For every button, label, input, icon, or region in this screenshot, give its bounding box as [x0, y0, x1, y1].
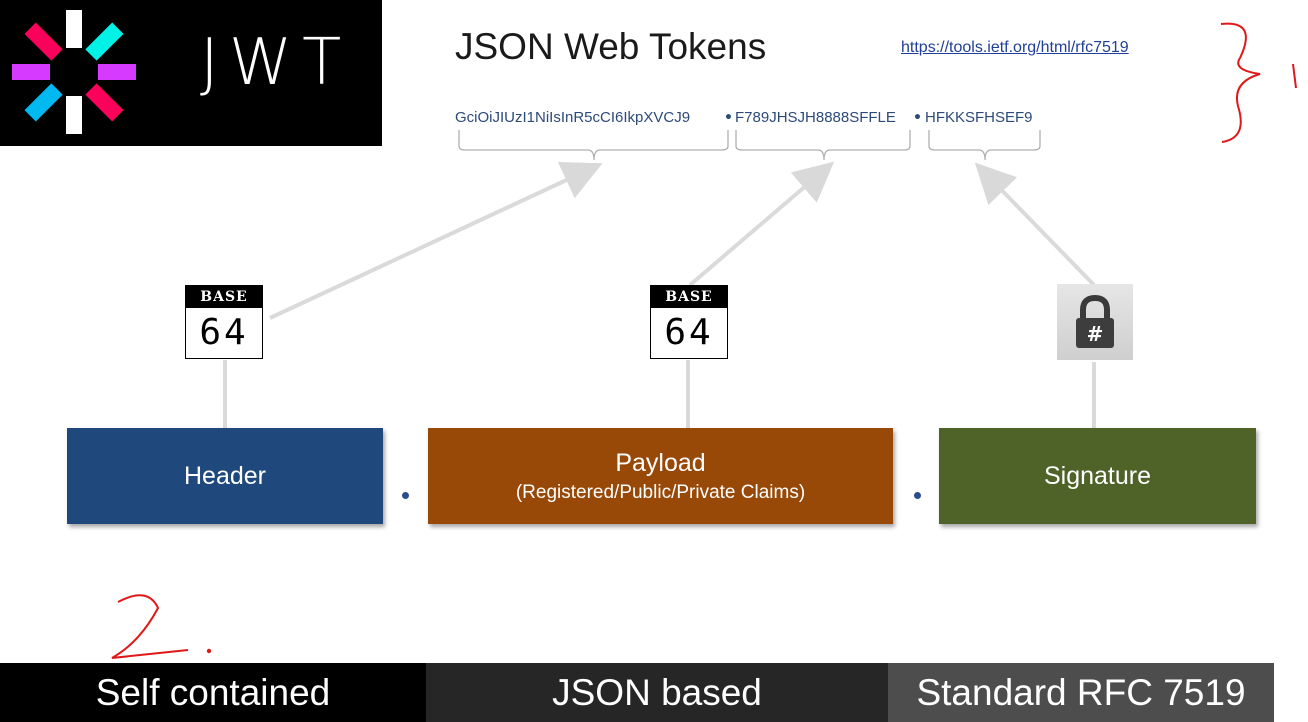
separator-dot — [402, 492, 409, 499]
rfc-link[interactable]: https://tools.ietf.org/html/rfc7519 — [901, 39, 1129, 56]
token-signature-part: HFKKSFHSEF9 — [925, 109, 1033, 126]
page-title: JSON Web Tokens — [455, 26, 767, 67]
feature-label: JSON based — [552, 671, 762, 713]
jwt-logo-icon — [12, 10, 136, 134]
signature-box: Signature — [939, 428, 1256, 524]
token-payload-part: F789JHSJH8888SFFLE — [735, 109, 896, 126]
jwt-logo: JWT — [0, 0, 382, 146]
stem-lines — [223, 360, 1096, 428]
separator-dot — [914, 492, 921, 499]
token-separator: • — [724, 110, 733, 126]
payload-box: Payload (Registered/Public/Private Claim… — [428, 428, 893, 524]
token-header-part: GciOiJIUzI1NiIsInR5cCI6IkpXVCJ9 — [455, 109, 691, 126]
base64-badge-header: BASE 64 — [185, 285, 263, 359]
lock-hash-icon: # — [1057, 284, 1133, 360]
base64-badge-number: 64 — [664, 312, 714, 353]
feature-label: Standard RFC 7519 — [916, 671, 1246, 713]
feature-self-contained: Self contained — [0, 663, 426, 722]
feature-standard-rfc: Standard RFC 7519 — [888, 663, 1274, 722]
feature-json-based: JSON based — [426, 663, 888, 722]
arrow-lines — [269, 161, 1096, 320]
base64-badge-number: 64 — [199, 312, 249, 353]
token-brackets — [458, 130, 1041, 161]
signature-box-title: Signature — [1043, 461, 1152, 490]
payload-box-subtitle: (Registered/Public/Private Claims) — [515, 481, 806, 503]
base64-badge-payload: BASE 64 — [650, 285, 728, 359]
jwt-wordmark: JWT — [200, 26, 352, 100]
lock-symbol: # — [1087, 322, 1104, 346]
token-separator: • — [913, 110, 922, 126]
base64-badge-label: BASE — [186, 286, 262, 308]
header-box: Header — [67, 428, 383, 524]
feature-label: Self contained — [95, 671, 331, 713]
payload-box-title: Payload — [615, 448, 706, 477]
header-box-title: Header — [184, 461, 266, 490]
handwritten-annotations — [111, 22, 1297, 659]
base64-badge-label: BASE — [651, 286, 727, 308]
